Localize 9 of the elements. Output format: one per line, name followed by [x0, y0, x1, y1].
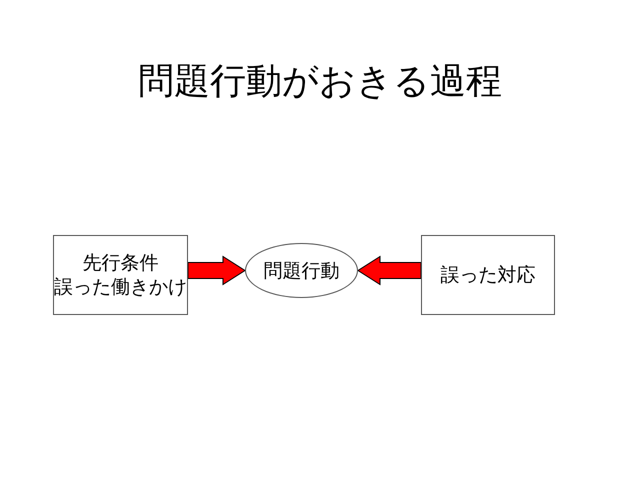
node-text: 先行条件 — [82, 251, 158, 275]
block-arrow — [357, 256, 422, 286]
process-box — [53, 235, 188, 315]
node-text: 誤った働きかけ — [54, 275, 187, 299]
block-arrow — [188, 256, 246, 286]
node-text: 誤った対応 — [440, 263, 536, 287]
process-box — [421, 235, 555, 315]
node-text: 問題行動 — [264, 258, 340, 282]
title: 問題行動がおきる過程 — [137, 60, 503, 104]
